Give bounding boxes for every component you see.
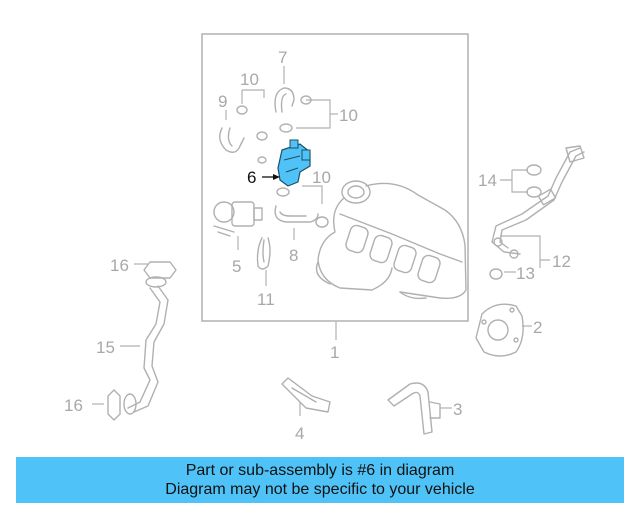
callout-6: 6 bbox=[247, 168, 256, 187]
callout-5: 5 bbox=[232, 257, 241, 276]
callout-10c: 10 bbox=[312, 168, 331, 187]
callout-7: 7 bbox=[278, 48, 287, 67]
hose-11 bbox=[256, 237, 271, 270]
hose-7 bbox=[274, 87, 295, 113]
banner-line-2: Diagram may not be specific to your vehi… bbox=[165, 481, 475, 498]
callout-4: 4 bbox=[295, 424, 304, 443]
hose-8 bbox=[274, 205, 319, 223]
callout-14: 14 bbox=[478, 171, 497, 190]
pipe-15 bbox=[123, 276, 169, 415]
callout-10a: 10 bbox=[240, 70, 259, 89]
hose-9 bbox=[219, 127, 245, 153]
gasket-16-top bbox=[143, 261, 177, 279]
callout-2: 2 bbox=[533, 318, 542, 337]
callout-11: 11 bbox=[257, 290, 275, 309]
callout-1: 1 bbox=[330, 343, 339, 362]
highlighted-part-6 bbox=[277, 139, 311, 187]
info-banner: Part or sub-assembly is #6 in diagram Di… bbox=[16, 457, 624, 503]
callout-9: 9 bbox=[218, 92, 227, 111]
callout-3: 3 bbox=[453, 400, 462, 419]
callout-12: 12 bbox=[552, 252, 571, 271]
banner-line-1: Part or sub-assembly is #6 in diagram bbox=[185, 462, 455, 479]
parts-diagram: 1 7 10 10 9 6 10 8 5 bbox=[64, 33, 585, 443]
callout-8: 8 bbox=[289, 246, 298, 265]
callout-13: 13 bbox=[516, 264, 535, 283]
callout-15: 15 bbox=[96, 338, 115, 357]
gasket-2 bbox=[475, 303, 524, 357]
actuator-5 bbox=[213, 201, 263, 237]
assembly-frame bbox=[201, 33, 469, 322]
oil-line-assembly bbox=[491, 145, 585, 259]
bracket-4 bbox=[281, 377, 331, 413]
bracket-3 bbox=[387, 382, 433, 435]
callout-16b: 16 bbox=[64, 396, 83, 415]
callout-16a: 16 bbox=[110, 256, 129, 275]
callout-10b: 10 bbox=[339, 106, 358, 125]
turbocharger-assembly bbox=[315, 180, 467, 300]
gasket-16-bottom bbox=[107, 389, 121, 421]
